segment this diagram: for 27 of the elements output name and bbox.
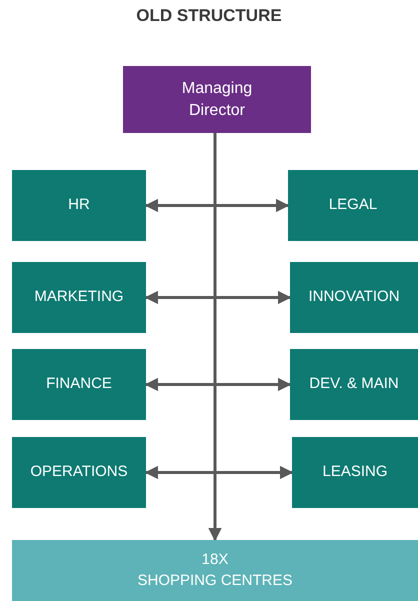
diagram-title: OLD STRUCTURE	[135, 6, 283, 26]
box-label: HR	[68, 195, 90, 216]
arrow	[144, 466, 294, 480]
department-box	[12, 170, 146, 241]
department-box	[12, 262, 146, 333]
box-label: SHOPPING CENTRES	[137, 570, 293, 590]
box-label: DEV. & MAIN	[309, 374, 399, 394]
department-box	[12, 437, 146, 508]
box-label: OPERATIONS	[30, 462, 128, 482]
box-label: LEGAL	[328, 195, 378, 216]
box-label: INNOVATION	[308, 287, 400, 308]
box-label: 18X	[202, 550, 228, 570]
department-box	[288, 170, 418, 241]
box-label: MARKETING	[34, 287, 124, 308]
box-label: Managing Director	[180, 78, 254, 120]
arrow	[144, 290, 292, 304]
box-label: LEASING	[322, 462, 388, 482]
box-label: FINANCE	[46, 374, 112, 394]
arrow	[208, 133, 222, 542]
department-box	[290, 349, 418, 420]
department-box	[292, 437, 418, 508]
department-box	[290, 262, 418, 333]
department-box	[12, 349, 146, 420]
director-box	[123, 66, 311, 133]
arrow	[144, 378, 292, 392]
shopping-centres-box	[12, 540, 418, 601]
arrow	[144, 198, 290, 212]
